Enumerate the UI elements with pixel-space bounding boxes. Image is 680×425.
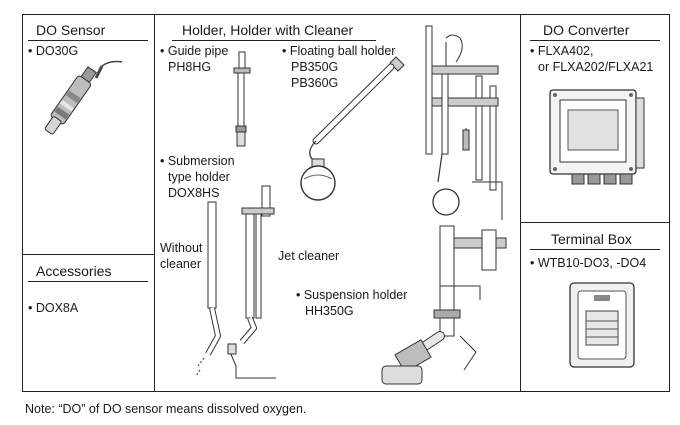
floating-ball-model-1: PB350G <box>291 60 339 74</box>
do-sensor-model: • DO30G <box>28 44 79 58</box>
do-sensor-header-underline <box>28 40 148 41</box>
floating-ball-label: • Floating ball holder <box>282 44 396 58</box>
terminal-box-header: Terminal Box <box>551 231 632 247</box>
do-converter-model-1: • FLXA402, <box>530 44 594 58</box>
submersion-model: DOX8HS <box>168 186 220 200</box>
submersion-holder-image <box>196 182 276 382</box>
without-cleaner-line-2: cleaner <box>160 257 201 271</box>
frame-holder-image <box>416 22 508 220</box>
column-divider-right <box>520 15 521 391</box>
terminal-box-model: • WTB10-DO3, -DO4 <box>530 256 647 270</box>
jet-cleaner-label: Jet cleaner <box>278 249 340 263</box>
do-converter-header: DO Converter <box>543 22 630 38</box>
guide-pipe-image <box>228 52 258 152</box>
do-converter-header-underline <box>530 40 660 41</box>
do-sensor-image <box>30 58 125 138</box>
do-sensor-header: DO Sensor <box>36 22 106 38</box>
holder-header: Holder, Holder with Cleaner <box>182 22 354 38</box>
suspension-model: HH350G <box>305 304 354 318</box>
footnote: Note: “DO” of DO sensor means dissolved … <box>25 402 307 416</box>
guide-pipe-label: • Guide pipe <box>160 44 229 58</box>
product-table <box>22 14 670 392</box>
floating-ball-holder-image <box>296 55 408 201</box>
floating-ball-model-2: PB360G <box>291 76 339 90</box>
submersion-label-2: type holder <box>168 170 230 184</box>
accessories-header: Accessories <box>36 263 112 279</box>
row-divider-left <box>23 254 154 255</box>
column-divider-left <box>154 15 155 391</box>
guide-pipe-model: PH8HG <box>168 60 212 74</box>
accessories-header-underline <box>28 281 148 282</box>
suspension-label: • Suspension holder <box>296 288 408 302</box>
terminal-box-image <box>568 281 638 371</box>
terminal-box-header-underline <box>530 249 660 250</box>
accessories-model: • DOX8A <box>28 301 79 315</box>
submersion-label-1: • Submersion <box>160 154 235 168</box>
do-converter-image <box>548 88 648 192</box>
holder-header-underline <box>172 40 376 41</box>
without-cleaner-line-1: Without <box>160 241 203 255</box>
row-divider-right <box>520 222 669 223</box>
suspension-holder-image <box>380 226 510 390</box>
do-converter-model-2: or FLXA202/FLXA21 <box>538 60 654 74</box>
